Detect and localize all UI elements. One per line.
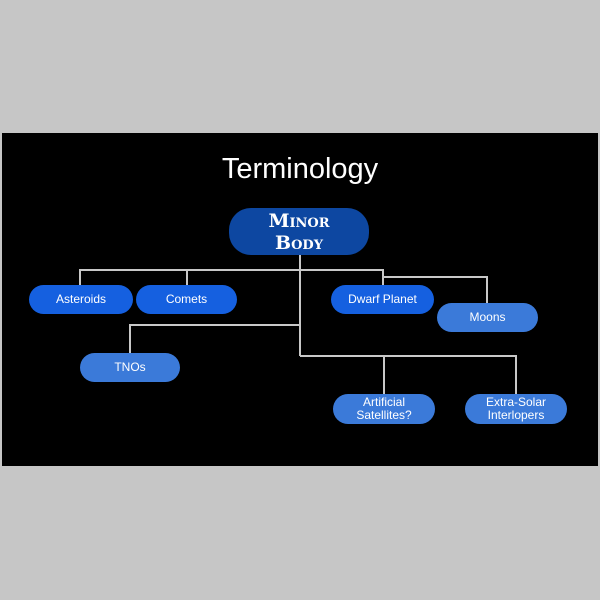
node-comets[interactable]: Comets bbox=[136, 285, 237, 314]
node-asteroids[interactable]: Asteroids bbox=[29, 285, 133, 314]
node-moons[interactable]: Moons bbox=[437, 303, 538, 332]
node-dwarf-planet-label: Dwarf Planet bbox=[348, 292, 417, 306]
node-comets-label: Comets bbox=[165, 292, 208, 306]
node-dwarf-planet[interactable]: Dwarf Planet bbox=[331, 285, 434, 314]
connector-lower-branch bbox=[300, 355, 517, 394]
root-node-minor-body[interactable]: Minor Body bbox=[229, 208, 369, 255]
node-extra-solar-interlopers[interactable]: Extra-Solar Interlopers bbox=[465, 394, 567, 424]
node-moons-label: Moons bbox=[469, 310, 506, 324]
root-node-label: Minor Body bbox=[268, 209, 330, 254]
node-tnos[interactable]: TNOs bbox=[80, 353, 180, 382]
diagram-title: Terminology bbox=[221, 153, 379, 185]
node-asteroids-label: Asteroids bbox=[55, 292, 107, 306]
node-artificial-satellites-label: Artificial Satellites? bbox=[356, 395, 412, 422]
node-tnos-label: TNOs bbox=[114, 360, 146, 374]
node-artificial-satellites[interactable]: Artificial Satellites? bbox=[333, 394, 435, 424]
connector-tnos bbox=[129, 324, 300, 353]
connector-top-branch bbox=[79, 269, 384, 285]
connector-moons bbox=[383, 276, 488, 303]
node-extra-solar-interlopers-label: Extra-Solar Interlopers bbox=[485, 395, 547, 422]
